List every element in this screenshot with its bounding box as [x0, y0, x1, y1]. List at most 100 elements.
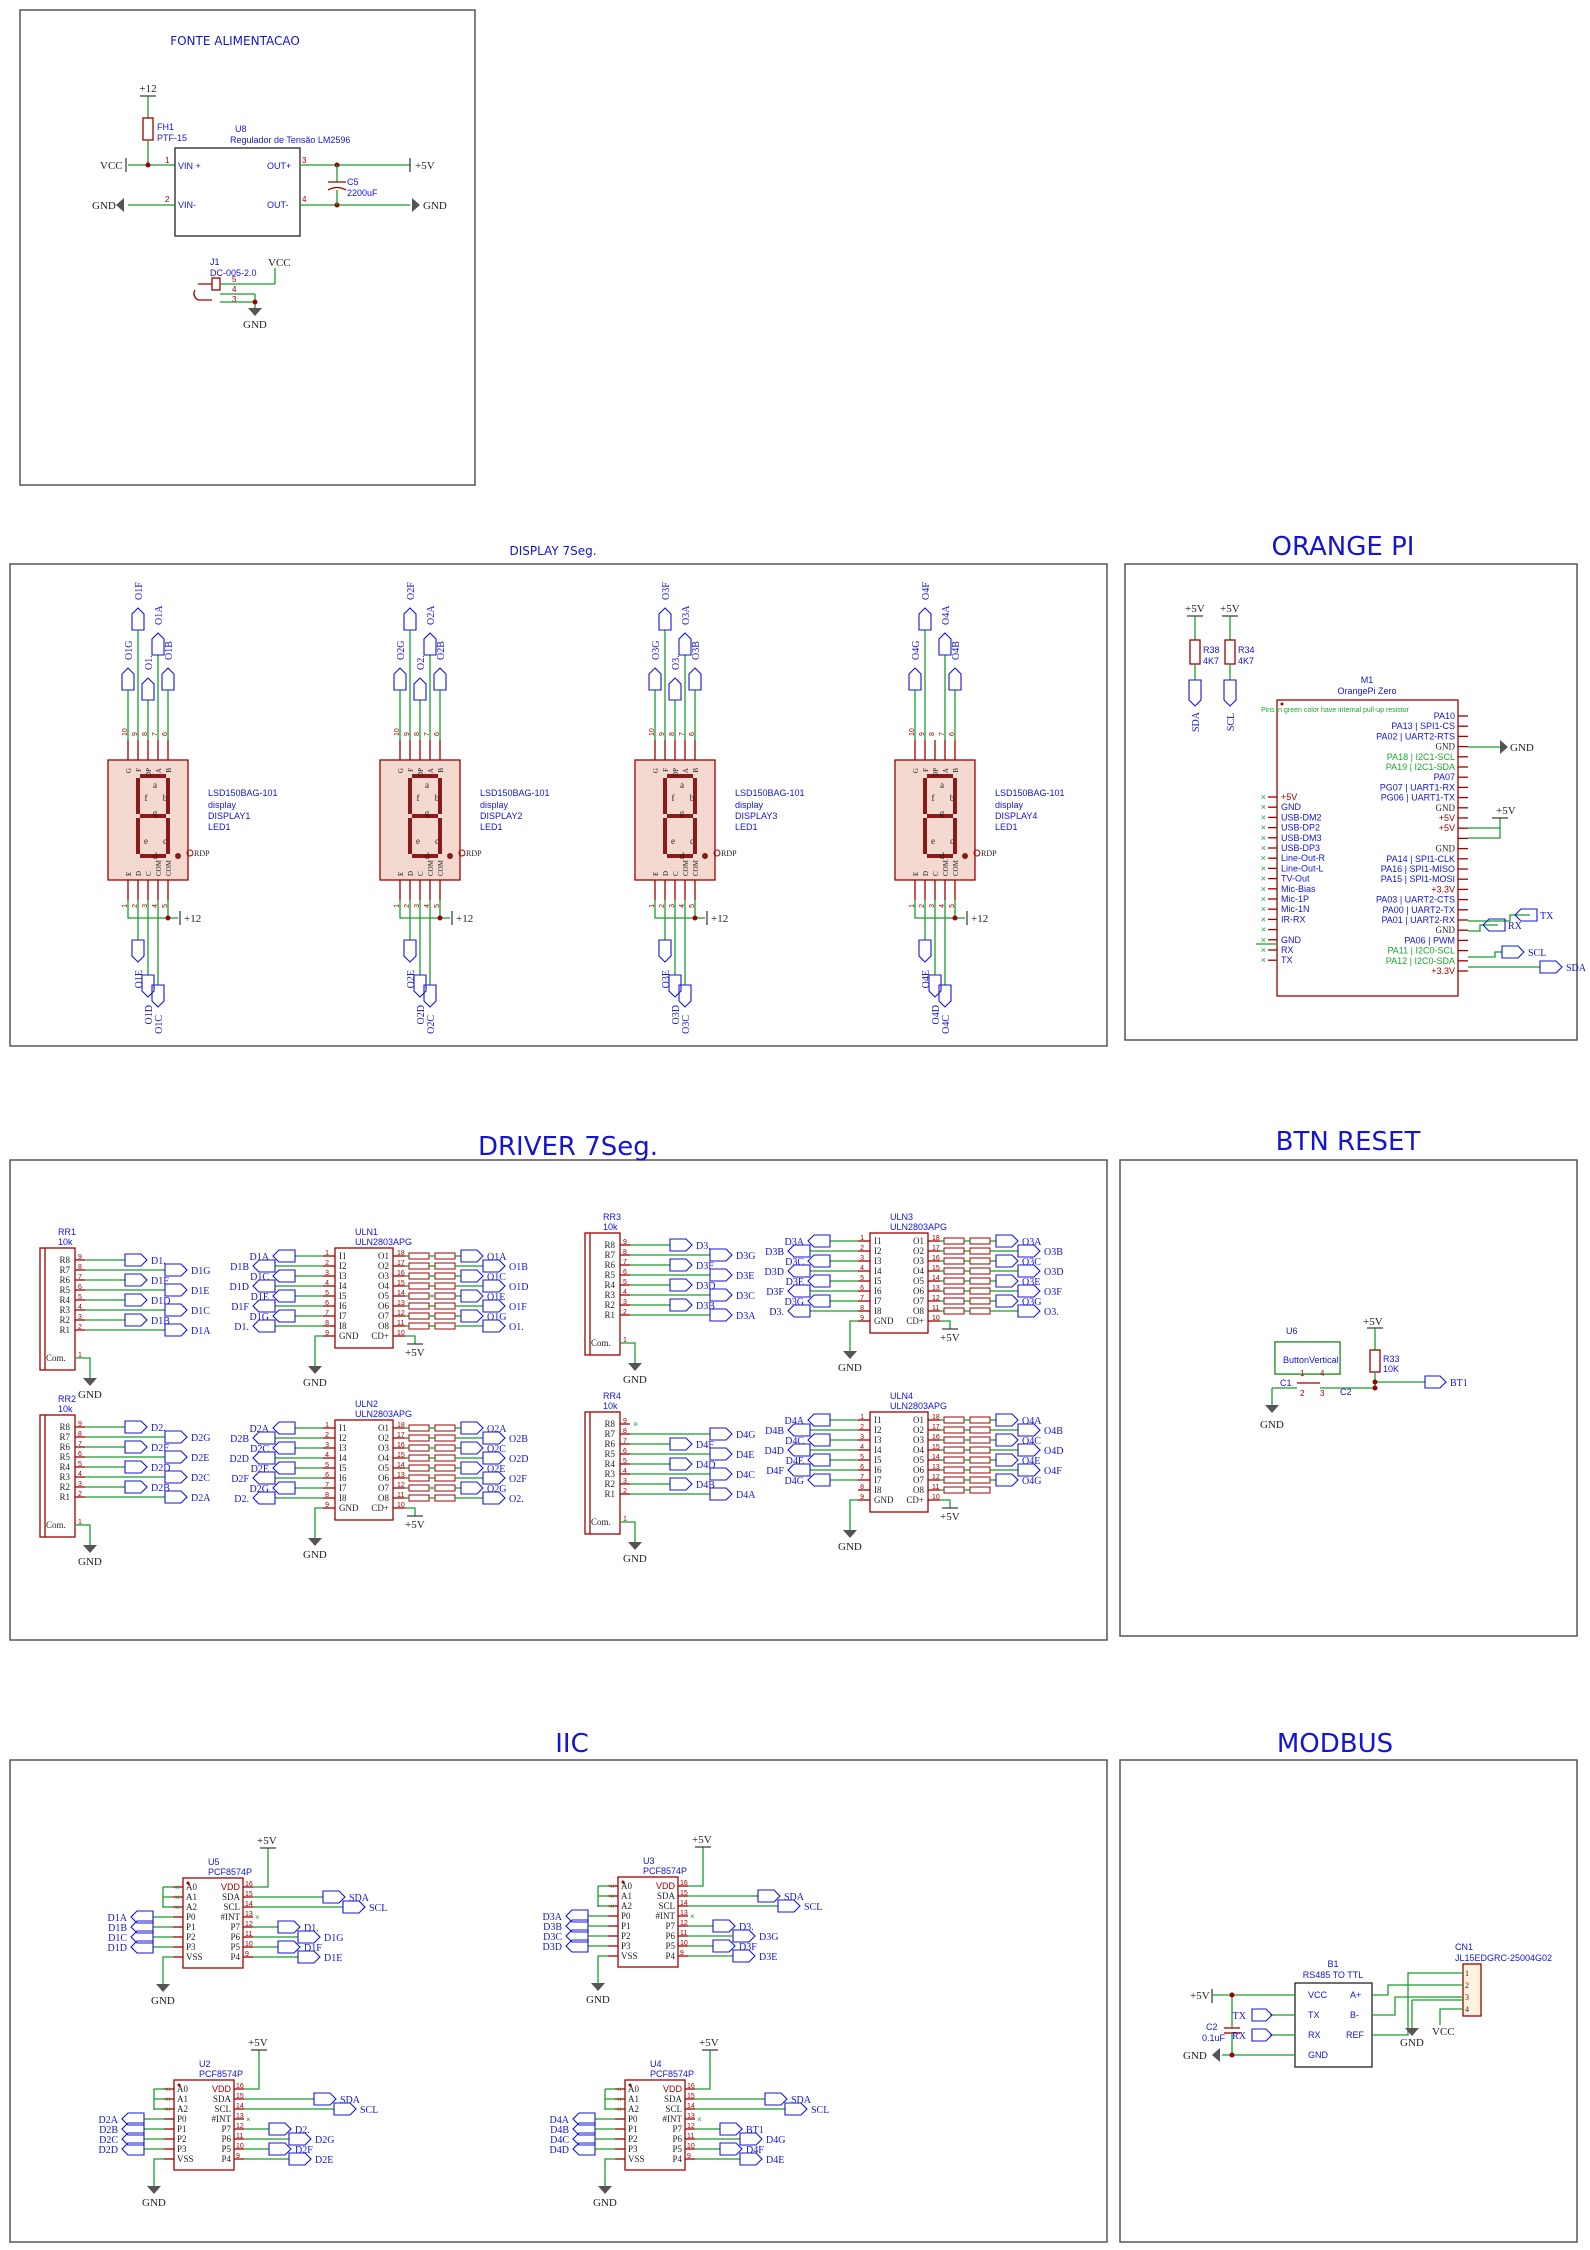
display-net-O3C: O3C: [681, 1015, 692, 1034]
svg-text:+5V: +5V: [1185, 603, 1205, 615]
pcf-in-D2B: D2B: [99, 2125, 118, 2136]
svg-text:18: 18: [397, 1422, 405, 1429]
svg-text:RX: RX: [1232, 2031, 1247, 2042]
svg-text:R3: R3: [604, 1290, 615, 1300]
rr-ref: RR4: [603, 1391, 621, 1401]
pcf-in-D1B: D1B: [108, 1923, 127, 1934]
m1-pullup-note: Pins in green color have internal pull-u…: [1261, 707, 1410, 714]
uln-out-O3C: O3C: [1022, 1257, 1041, 1268]
svg-text:13: 13: [236, 2113, 244, 2120]
svg-text:f: f: [417, 793, 420, 803]
gnd-label: GND: [142, 2197, 166, 2209]
svg-text:REF: REF: [1346, 2030, 1365, 2040]
svg-text:e: e: [671, 836, 675, 846]
scl-flag: SCL: [1528, 948, 1546, 959]
svg-text:P4: P4: [230, 1952, 240, 1962]
display-net-O4E: O4E: [921, 970, 932, 988]
svg-text:×: ×: [1261, 914, 1266, 924]
svg-text:10: 10: [236, 2143, 244, 2150]
svg-text:SDA: SDA: [222, 1892, 241, 1902]
display-ref: DISPLAY2: [480, 811, 522, 821]
svg-text:6: 6: [623, 1448, 627, 1455]
svg-text:I7: I7: [874, 1475, 882, 1485]
svg-text:4: 4: [623, 1468, 627, 1475]
svg-text:I2: I2: [874, 1425, 882, 1435]
pcf-in-D4A: D4A: [550, 2115, 570, 2126]
svg-text:4: 4: [1320, 1369, 1325, 1378]
display-net-O3G: O3G: [651, 641, 662, 660]
svg-text:1: 1: [1300, 1369, 1305, 1378]
svg-text:b: b: [163, 793, 168, 803]
display-supply: +12: [456, 913, 473, 925]
svg-text:d: d: [940, 851, 945, 861]
pcf-in-D3A: D3A: [543, 1912, 563, 1923]
svg-text:+5V: +5V: [1496, 805, 1516, 817]
svg-text:11: 11: [245, 1931, 252, 1938]
svg-text:×: ×: [246, 2115, 251, 2124]
m1-left-pin: TV-Out: [1281, 874, 1310, 884]
svg-text:LED1: LED1: [995, 822, 1018, 832]
svg-text:7: 7: [860, 1295, 864, 1302]
svg-text:c: c: [435, 836, 439, 846]
svg-text:RX: RX: [1308, 2030, 1321, 2040]
power-supply-section: +12 FH1 PTF-15 VCC U8 Regulador de Tensã…: [92, 83, 447, 331]
svg-text:F: F: [922, 768, 930, 772]
svg-text:RDP: RDP: [721, 849, 737, 858]
svg-text:I6: I6: [339, 1301, 347, 1311]
svg-text:10: 10: [397, 1502, 405, 1509]
pcf-out-D1.: D1.: [304, 1923, 319, 1934]
svg-text:+5V: +5V: [1190, 1990, 1210, 2002]
svg-text:1: 1: [122, 904, 129, 908]
svg-text:A2: A2: [186, 1902, 197, 1912]
svg-text:I5: I5: [339, 1463, 347, 1473]
pcf-out-D3G: D3G: [759, 1932, 778, 1943]
uln-out-O1F: O1F: [509, 1302, 527, 1313]
svg-text:×: ×: [166, 2095, 171, 2104]
svg-text:10k: 10k: [58, 1237, 73, 1247]
svg-text:10: 10: [245, 1941, 253, 1948]
svg-text:P4: P4: [672, 2154, 682, 2164]
svg-text:P2: P2: [177, 2134, 187, 2144]
svg-text:COM: COM: [155, 859, 163, 876]
svg-text:8: 8: [325, 1492, 329, 1499]
u8-out-plus: OUT+: [267, 161, 291, 171]
rr-net-D1D: D1D: [151, 1296, 170, 1307]
svg-text:a: a: [680, 780, 684, 790]
rr-net-D2G: D2G: [191, 1433, 210, 1444]
modbus-section: B1 RS485 TO TTL VCC TX RX GND A+ B- REF …: [1183, 1942, 1552, 2068]
gnd-label: GND: [838, 1541, 862, 1553]
svg-text:8: 8: [325, 1320, 329, 1327]
svg-text:I6: I6: [339, 1473, 347, 1483]
m1-left-pin: GND: [1281, 802, 1302, 812]
svg-text:6: 6: [162, 732, 169, 736]
module-b1-rs485: [1294, 1982, 1373, 2068]
svg-text:×: ×: [1261, 843, 1266, 853]
svg-text:O7: O7: [913, 1296, 924, 1306]
display-net-O1.: O1.: [144, 655, 155, 670]
svg-text:VDD: VDD: [212, 2084, 232, 2094]
svg-text:P4: P4: [665, 1951, 675, 1961]
pcf-in-D2D: D2D: [99, 2145, 118, 2156]
svg-text:R6: R6: [604, 1439, 615, 1449]
svg-text:R1: R1: [604, 1489, 615, 1499]
svg-text:P2: P2: [621, 1931, 631, 1941]
regulator-u8: [174, 147, 301, 237]
svg-text:1: 1: [394, 904, 401, 908]
m1-right-pin: PA13 | SPI1-CS: [1391, 721, 1455, 731]
svg-text:SCL: SCL: [665, 2104, 682, 2114]
svg-text:+5V: +5V: [940, 1511, 960, 1523]
display-supply: +12: [184, 913, 201, 925]
svg-text:5: 5: [325, 1290, 329, 1297]
svg-text:4: 4: [302, 195, 307, 204]
svg-text:9: 9: [623, 1418, 627, 1425]
driver-uln4: ULN4ULN2803APGI11D4AI22D4BI33D4CI44D4DI5…: [765, 1391, 1064, 1553]
gnd-label: GND: [623, 1553, 647, 1565]
m1-right-pin: +5V: [1439, 813, 1455, 823]
svg-text:2: 2: [623, 1488, 627, 1495]
svg-text:c: c: [163, 836, 167, 846]
svg-text:LED1: LED1: [735, 822, 758, 832]
iic-group: U5PCF8574PA0×A1×A2×P0D1AP1D1BP2D1CP3D1DV…: [99, 1834, 830, 2209]
svg-text:O6: O6: [378, 1473, 389, 1483]
